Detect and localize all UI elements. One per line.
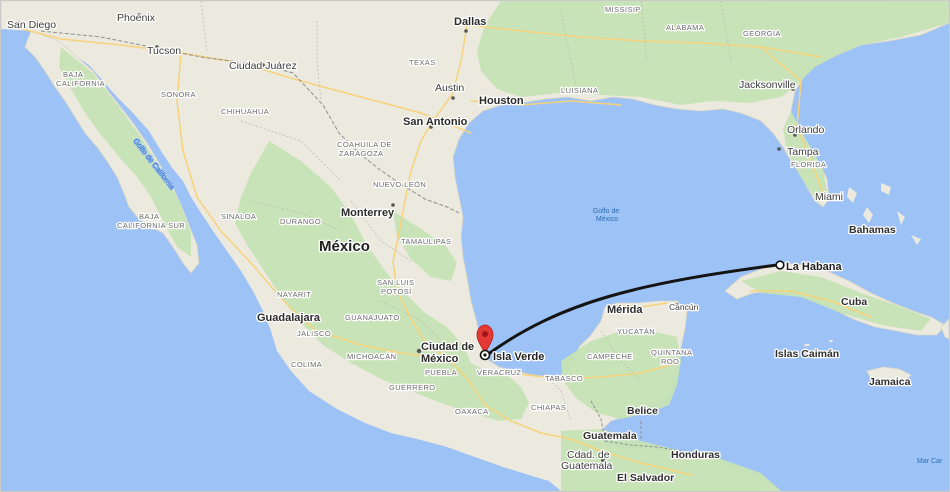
label-cuba: Cuba [841,296,867,308]
label-el-salvador: El Salvador [617,472,674,484]
label-coahuila: COAHUILA DE ZARAGOZA [337,140,394,158]
label-merida: Mérida [607,304,643,316]
label-ciudad-de-mexico: Ciudad de México [421,341,477,365]
label-chihuahua: CHIHUAHUA [221,107,269,116]
label-austin: Austin [435,82,464,94]
label-colima: COLIMA [291,360,322,369]
origin-marker-pin[interactable] [476,324,494,354]
label-san-luis-potosi: SAN LUIS POTOSÍ [377,278,417,296]
label-nayarit: NAYARIT [277,290,311,299]
city-dots [17,13,827,462]
label-quintana-roo-l1: QUINTANA [651,348,692,357]
label-puebla: PUEBLA [425,368,457,377]
label-guatemala: Guatemala [583,430,637,442]
label-sonora: SONORA [161,90,196,99]
label-monterrey: Monterrey [341,207,395,219]
label-cdad-guatemala-l2: Guatemala [561,460,613,472]
label-ciudad-de-mexico-l1: Ciudad de [421,341,474,353]
label-tamaulipas: TAMAULIPAS [401,237,451,246]
label-baja-california-sur-l1: BAJA [139,212,159,221]
label-san-diego: San Diego [7,19,56,31]
label-alabama: ALABAMA [666,23,704,32]
label-texas: TEXAS [409,58,436,67]
label-chiapas: CHIAPAS [531,403,566,412]
label-jamaica: Jamaica [869,376,911,388]
label-cdad-guatemala: Cdad. de Guatemala [561,449,613,472]
label-la-habana: La Habana [786,261,843,273]
label-ciudad-de-mexico-l2: México [421,353,459,365]
label-honduras: Honduras [671,449,720,461]
origin-point[interactable] [479,349,491,361]
label-cdad-guatemala-l1: Cdad. de [567,449,610,461]
label-guanajuato: GUANAJUATO [345,313,400,322]
label-sinaloa: SINALOA [221,212,256,221]
label-guadalajara: Guadalajara [257,312,321,324]
label-san-antonio: San Antonio [403,116,468,128]
caribbean-sea [669,353,949,491]
label-mar-caribe: Mar Car [917,458,943,465]
label-phoenix: Phoenix [117,12,156,24]
label-baja-california-l2: CALIFORNIA [56,79,105,88]
label-florida: FLORIDA [791,160,826,169]
label-san-luis-potosi-l1: SAN LUIS [377,278,414,287]
land-cayman-2 [829,340,833,342]
label-missisip: MISSISIP [605,5,641,14]
label-dallas: Dallas [454,16,486,28]
label-michoacan: MICHOACÁN [347,352,396,361]
state-borders [200,1,732,422]
label-oaxaca: OAXACA [455,407,489,416]
label-tucson: Tucson [147,45,181,57]
label-luisiana: LUISIANA [561,86,598,95]
label-baja-california: BAJA CALIFORNIA [56,70,105,88]
route-line [485,263,779,357]
label-golfo-mexico: Golfo de México [593,208,621,223]
label-miami: Miami [815,191,843,203]
label-yucatan: YUCATÁN [617,327,655,336]
label-mexico: México [319,238,370,255]
roads [14,24,872,476]
label-baja-california-sur: BAJA CALIFORNIA SUR [117,212,185,230]
label-cancun: Cancún [669,302,699,312]
label-baja-california-l1: BAJA [63,70,83,79]
label-quintana-roo-l2: ROO [661,357,679,366]
land-baja-california [24,30,200,274]
label-ciudad-juarez: Ciudad Juárez [229,60,297,72]
destination-point[interactable] [775,260,785,270]
land-hispaniola [940,318,949,340]
label-guerrero: GUERRERO [389,383,436,392]
label-islas-caiman: Islas Caimán [775,348,839,360]
label-coahuila-l2: ZARAGOZA [339,149,383,158]
label-jacksonville: Jacksonville [739,79,796,91]
land-cayman [804,343,810,347]
label-isla-verde: Isla Verde [493,351,544,363]
label-tampa: Tampa [787,146,819,158]
land-jamaica [866,366,912,384]
label-houston: Houston [479,95,524,107]
label-campeche: CAMPECHE [587,352,633,361]
label-golfo-mexico-l1: Golfo de [593,208,620,215]
label-baja-california-sur-l2: CALIFORNIA SUR [117,221,185,230]
label-golfo-mexico-l2: México [596,216,618,223]
label-san-luis-potosi-l2: POTOSÍ [381,287,412,296]
label-bahamas: Bahamas [849,224,896,236]
label-veracruz: VERACRUZ [477,368,521,377]
borders [40,30,682,452]
label-orlando: Orlando [787,124,825,136]
label-georgia: GEORGIA [743,29,781,38]
label-jalisco: JALISCO [297,329,331,338]
label-durango: DURANGO [280,217,321,226]
label-quintana-roo: QUINTANA ROO [651,348,694,366]
label-belice: Belice [627,405,658,417]
label-coahuila-l1: COAHUILA DE [337,140,392,149]
label-nuevo-leon: NUEVO LEÓN [373,180,426,189]
label-tabasco: TABASCO [545,374,583,383]
land-bahamas [847,183,921,245]
